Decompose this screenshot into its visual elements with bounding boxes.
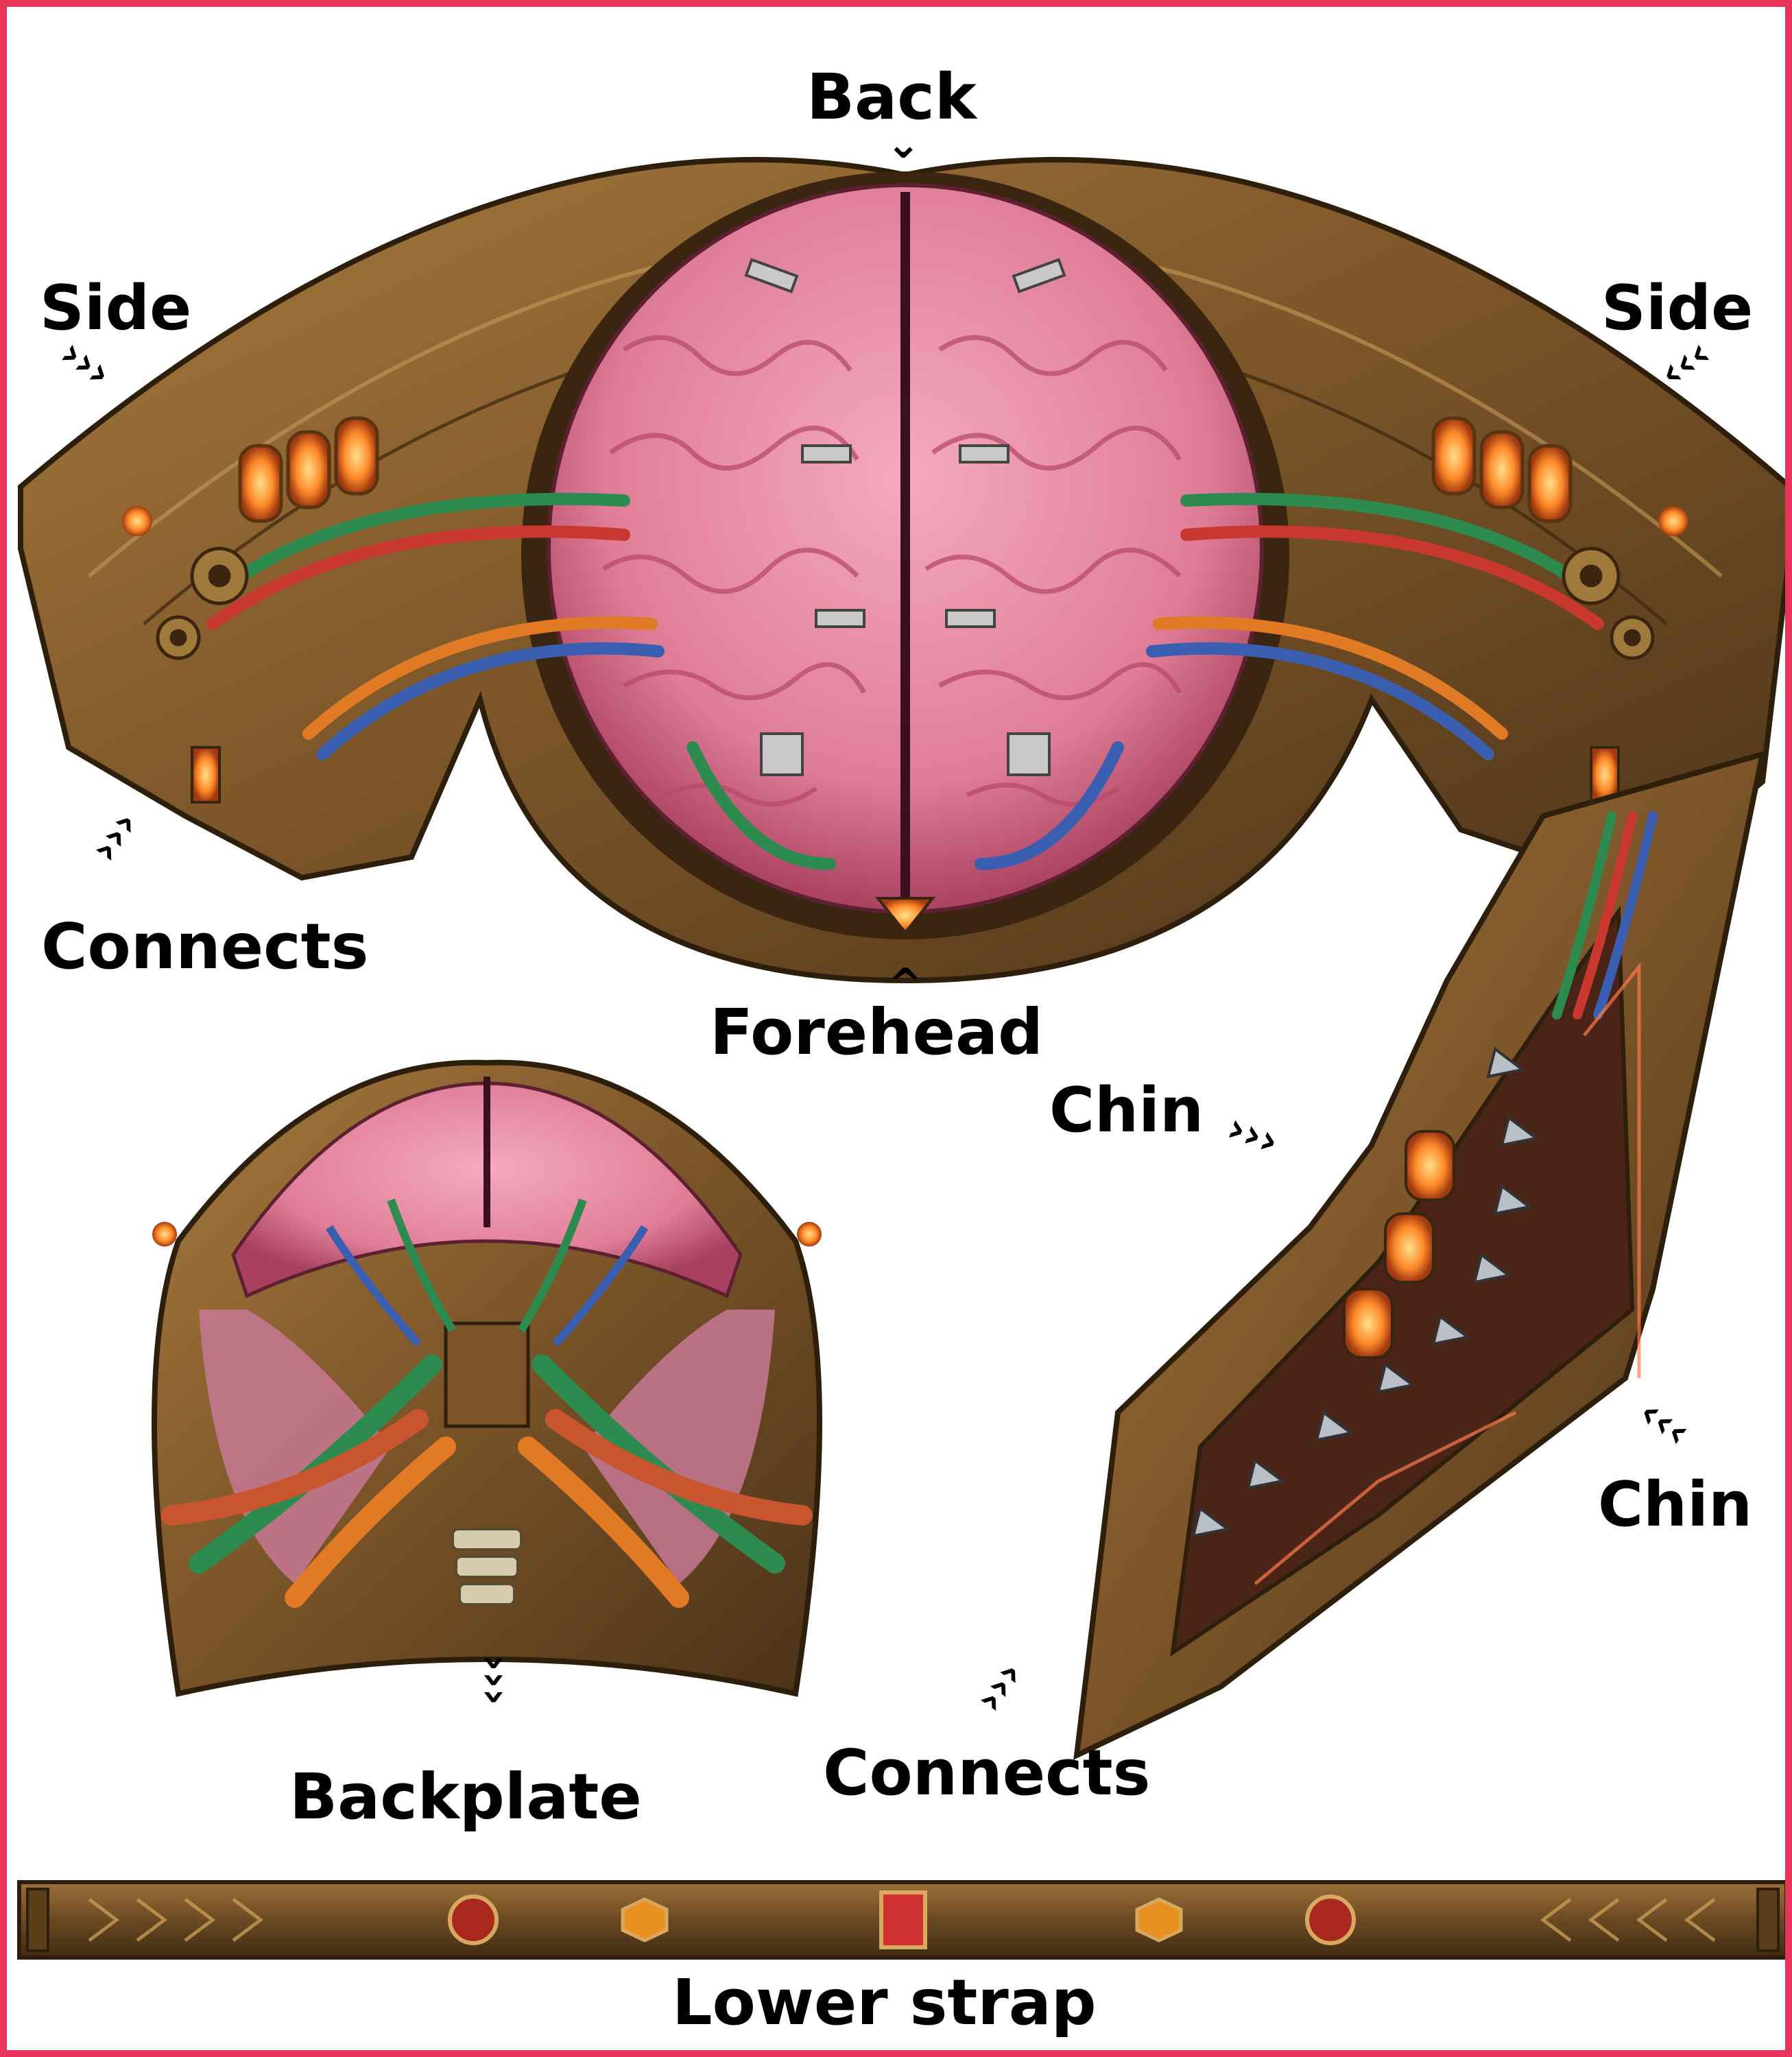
chevron-arrow-icon: ‹‹‹ — [468, 1654, 516, 1706]
backplate-piece — [152, 1059, 822, 1697]
label-forehead: Forehead — [710, 996, 1043, 1069]
gem-icon — [448, 1890, 1356, 1949]
helmet-top-piece — [18, 156, 1785, 984]
label-side-left: Side — [40, 272, 192, 344]
label-backplate: Backplate — [289, 1760, 642, 1833]
label-back: Back — [807, 60, 977, 134]
chin-piece — [1073, 750, 1767, 1760]
chevron-arrow-icon: ⌄ — [886, 120, 921, 168]
helmet-template-art — [17, 156, 1785, 1960]
label-side-right: Side — [1601, 272, 1754, 344]
label-chin-top: Chin — [1049, 1074, 1204, 1146]
label-chin-bottom: Chin — [1598, 1469, 1753, 1541]
lower-strap-piece — [17, 1880, 1785, 1960]
chevron-arrow-icon: ^ — [888, 960, 923, 1008]
label-connects-bottom: Connects — [823, 1736, 1151, 1809]
label-connects-left: Connects — [41, 910, 369, 983]
label-lower-strap: Lower strap — [672, 1966, 1097, 2039]
